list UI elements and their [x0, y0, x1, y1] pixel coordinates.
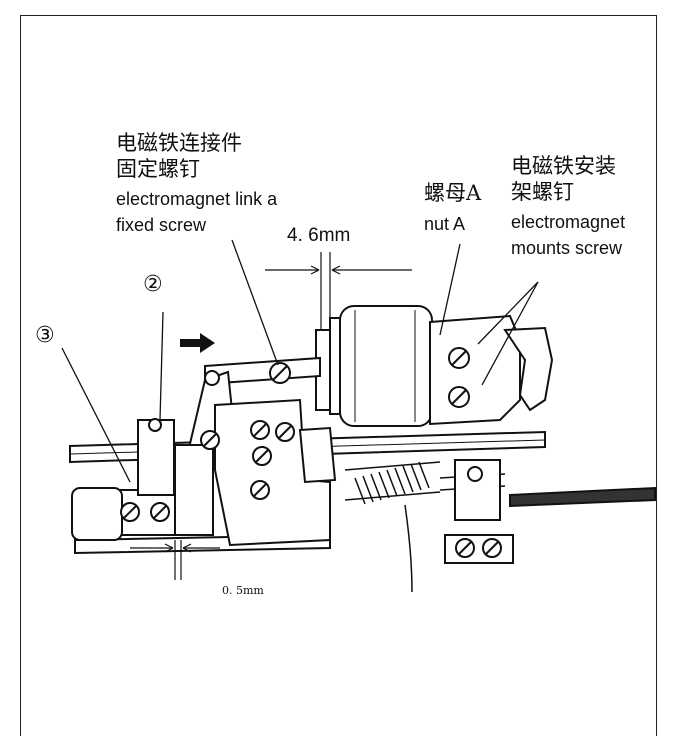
link-screw-label-zh-2: 固定螺钉 [116, 157, 200, 181]
nut-label-en: nut A [424, 214, 466, 234]
right-rod [439, 459, 656, 564]
screw-heads [120, 347, 502, 558]
marker-3: ③ [35, 323, 55, 348]
left-assembly [71, 419, 214, 541]
gap-bottom-dimension: 0. 5mm [222, 584, 264, 597]
direction-arrow [180, 333, 215, 353]
leader-lines [61, 239, 539, 483]
link-screw-label-en-1: electromagnet link a [116, 189, 278, 209]
figure-frame [20, 15, 657, 736]
spring [344, 461, 441, 505]
dimension-bottom [130, 540, 220, 580]
central-block [214, 398, 337, 547]
nut-label-zh: 螺母A [424, 181, 482, 205]
mount-screw-label-zh-1: 电磁铁安装 [511, 154, 616, 178]
link-screw-label-en-2: fixed screw [116, 215, 207, 235]
link-screw-label-zh-1: 电磁铁连接件 [116, 131, 242, 155]
mount-screw-label-en-1: electromagnet [511, 212, 626, 232]
mount-bracket [429, 314, 554, 426]
hanging-wire [404, 504, 413, 593]
dimension-top [265, 252, 412, 330]
gap-top-dimension: 4. 6mm [287, 225, 351, 246]
mount-screw-label-zh-2: 架螺钉 [511, 180, 574, 204]
mount-screw-label-en-2: mounts screw [511, 238, 623, 258]
electromagnet-body [315, 305, 433, 427]
marker-2: ② [143, 272, 163, 297]
